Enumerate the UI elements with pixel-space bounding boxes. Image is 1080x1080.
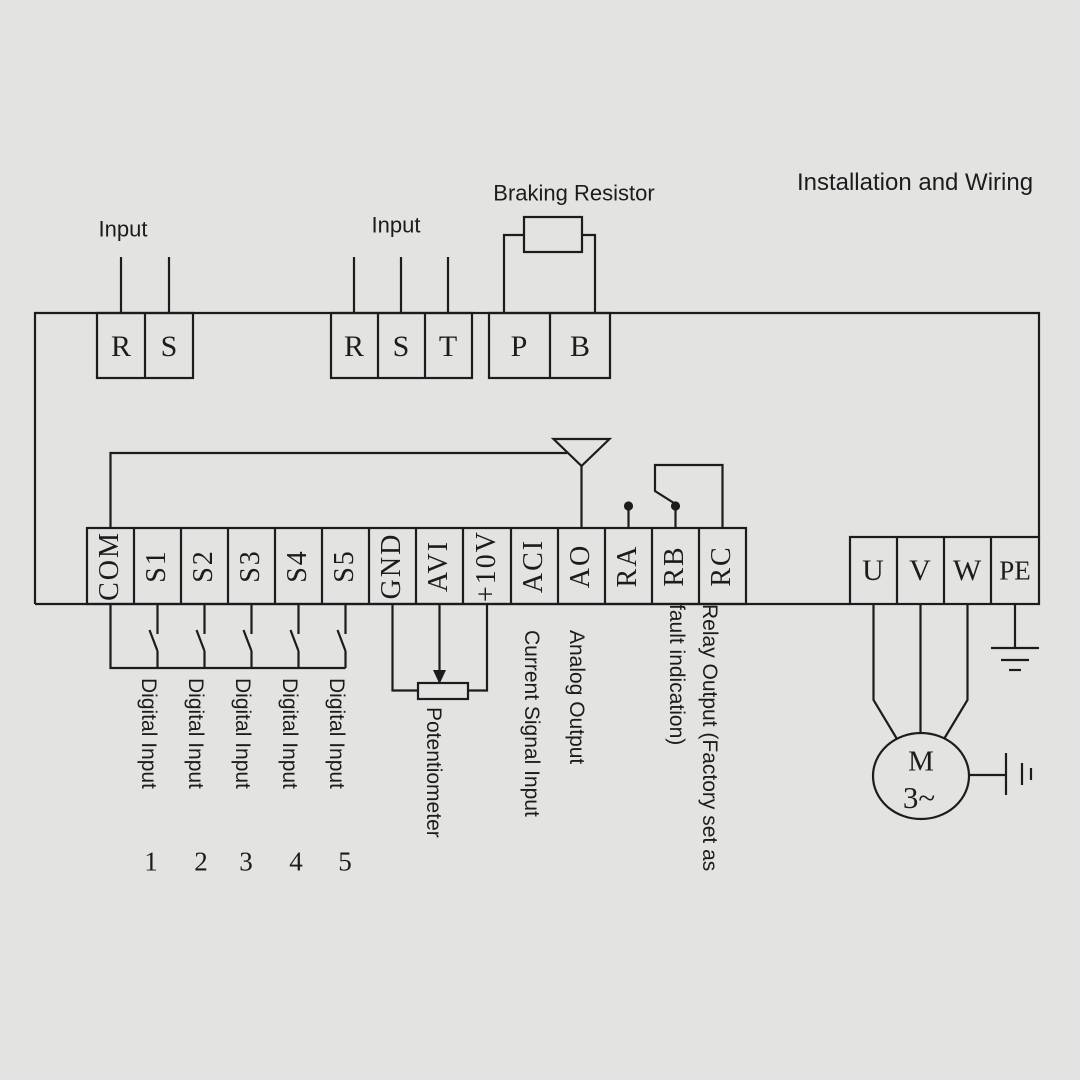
terminal-s-mid: S xyxy=(392,329,410,363)
terminal-r-left: R xyxy=(110,329,132,363)
terminal-block-braking xyxy=(487,311,612,380)
terminal-s4: S4 xyxy=(281,549,313,583)
terminal-com: COM xyxy=(93,531,125,601)
terminal-p: P xyxy=(510,329,528,363)
digital-input-label-4: Digital Input xyxy=(278,678,301,789)
digital-input-label-5: Digital Input xyxy=(325,678,348,789)
page-title: Installation and Wiring xyxy=(796,169,1034,197)
digital-input-number-5: 5 xyxy=(338,846,352,877)
motor-phases: 3~ xyxy=(902,780,936,816)
terminal-pe: PE xyxy=(999,555,1031,586)
digital-input-number-2: 2 xyxy=(194,846,208,877)
digital-input-number-4: 4 xyxy=(289,846,303,877)
input-label-left: Input xyxy=(98,216,148,242)
terminal-s5: S5 xyxy=(328,549,360,583)
terminal-strip-control xyxy=(85,526,748,606)
terminal-s-left: S xyxy=(160,329,178,363)
relay-output-label-line2: fault indication) xyxy=(665,604,688,746)
terminal-rc: RC xyxy=(705,545,737,587)
analog-output-label: Analog Output xyxy=(565,630,588,765)
digital-input-number-1: 1 xyxy=(144,846,158,877)
terminal-w: W xyxy=(952,553,982,587)
braking-resistor-icon xyxy=(502,215,597,313)
digital-input-number-3: 3 xyxy=(239,846,253,877)
digital-input-switches xyxy=(109,604,347,670)
digital-input-label-2: Digital Input xyxy=(184,678,207,789)
terminal-v: V xyxy=(909,553,931,587)
relay-contact-icon xyxy=(623,463,724,528)
terminal-avi: AVI xyxy=(422,539,454,593)
braking-resistor-label: Braking Resistor xyxy=(493,180,655,206)
terminal-t-mid: T xyxy=(438,329,458,363)
terminal-u: U xyxy=(862,553,884,587)
terminal-b: B xyxy=(569,329,591,363)
motor-wires xyxy=(872,604,969,740)
terminal-r-mid: R xyxy=(343,329,365,363)
terminal-s1: S1 xyxy=(140,549,172,583)
terminal-ao: AO xyxy=(564,543,596,589)
motor-letter: M xyxy=(908,745,934,778)
terminal-aci: ACI xyxy=(517,538,549,594)
terminal-gnd: GND xyxy=(375,532,407,600)
potentiometer-icon xyxy=(391,604,489,701)
motor-chassis-ground-icon xyxy=(969,753,1033,795)
terminal-block-mains-left xyxy=(95,257,195,380)
terminal-block-motor-output xyxy=(848,535,1041,606)
potentiometer-label: Potentiometer xyxy=(422,707,445,838)
digital-input-label-3: Digital Input xyxy=(231,678,254,789)
terminal-rb: RB xyxy=(658,545,690,587)
input-label-middle: Input xyxy=(371,212,421,238)
current-signal-input-label: Current Signal Input xyxy=(520,630,543,817)
terminal-s3: S3 xyxy=(234,549,266,583)
terminal-block-mains-middle xyxy=(329,257,474,380)
earth-ground-icon xyxy=(991,604,1039,672)
terminal-10v: +10V xyxy=(470,529,502,603)
relay-output-label-line1: Relay Output (Factory set as xyxy=(698,604,721,872)
digital-input-label-1: Digital Input xyxy=(137,678,160,789)
terminal-ra: RA xyxy=(611,544,643,588)
com-to-ao-wire xyxy=(109,437,613,528)
terminal-s2: S2 xyxy=(187,549,219,583)
